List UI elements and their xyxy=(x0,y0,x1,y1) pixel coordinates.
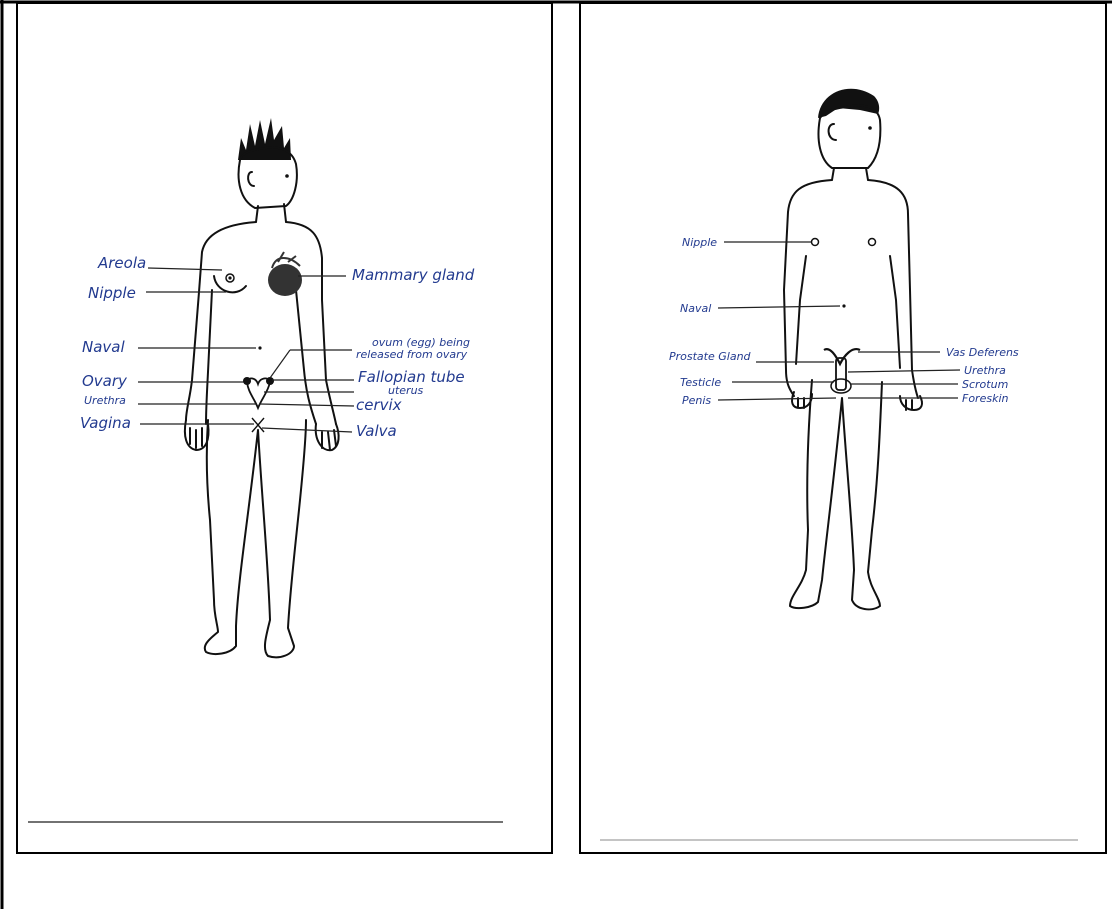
label-foreskin: Foreskin xyxy=(962,392,1009,405)
female-panel: Areola Nipple Mammary gland Naval ovum (… xyxy=(17,3,552,853)
label-scrotum: Scrotum xyxy=(962,378,1008,391)
female-nipple-dot xyxy=(228,276,231,279)
female-eye xyxy=(285,174,289,178)
male-panel-frame xyxy=(580,3,1106,853)
label-penis: Penis xyxy=(682,394,711,407)
female-mammary-gland xyxy=(268,264,302,296)
female-ovary-right xyxy=(266,377,274,385)
label-nipple-female: Nipple xyxy=(88,284,136,302)
label-ovary: Ovary xyxy=(82,372,128,390)
male-eye xyxy=(868,126,872,130)
label-mammary-gland: Mammary gland xyxy=(352,266,475,284)
male-naval-point xyxy=(842,304,845,307)
label-urethra-male: Urethra xyxy=(964,364,1006,377)
label-ovum-line2: released from ovary xyxy=(356,348,468,361)
label-cervix: cervix xyxy=(356,396,402,414)
label-naval-female: Naval xyxy=(82,338,125,356)
label-nipple-male: Nipple xyxy=(682,236,717,249)
label-areola: Areola xyxy=(97,254,146,272)
label-testicle: Testicle xyxy=(680,376,721,389)
label-vagina: Vagina xyxy=(80,414,131,432)
label-valva: Valva xyxy=(356,422,397,440)
label-urethra-female: Urethra xyxy=(84,394,126,407)
label-vas-deferens: Vas Deferens xyxy=(946,346,1019,359)
female-ovary-left xyxy=(243,377,251,385)
female-naval-point xyxy=(258,346,261,349)
label-naval-male: Naval xyxy=(680,302,711,315)
male-panel: Nipple Naval Prostate Gland Testicle Pen… xyxy=(580,3,1106,853)
label-prostate-gland: Prostate Gland xyxy=(669,350,752,363)
